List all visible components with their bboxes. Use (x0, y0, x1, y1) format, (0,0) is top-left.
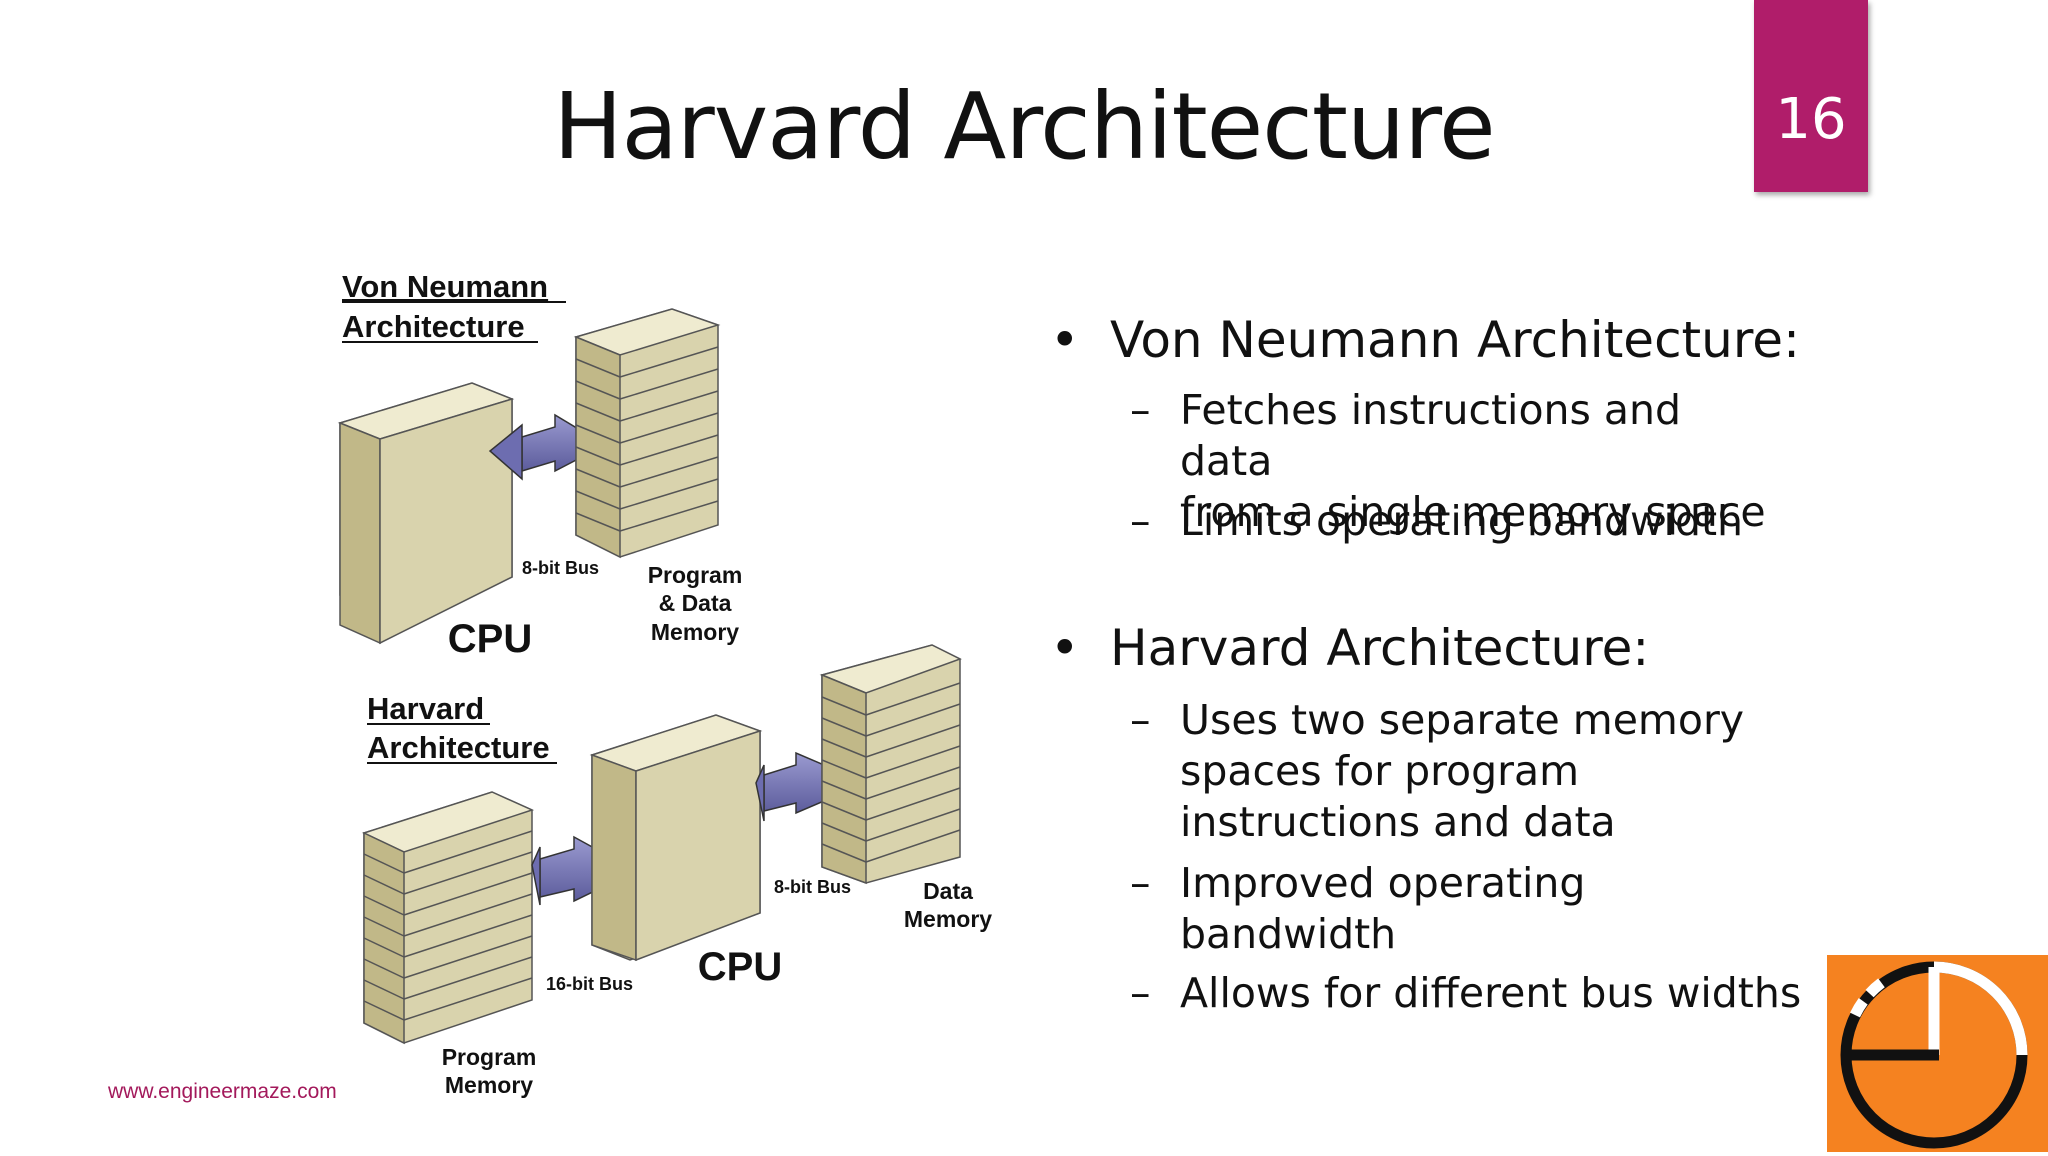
von-neumann-memory-label-line3: Memory (651, 619, 739, 645)
sub-bullet-line: from a single memory space (1180, 488, 1766, 536)
sub-bullet-text: Uses two separate memory spaces for prog… (1180, 695, 1780, 848)
sub-bullet-line: Improved operating (1180, 859, 1586, 907)
sub-bullet-line: bandwidth (1180, 910, 1397, 958)
harvard-program-memory-stack (361, 791, 535, 1045)
slide-number: 16 (1754, 0, 1868, 192)
clock-logo-icon (1840, 961, 2028, 1149)
von-neumann-memory-label-line2: & Data (659, 590, 732, 616)
sub-bullet-dash: – (1130, 859, 1151, 907)
sub-bullet-text: Improved operating bandwidth (1180, 858, 1780, 960)
harvard-data-bus-label: 8-bit Bus (774, 877, 851, 897)
bullet-dot: • (1050, 619, 1080, 677)
sub-bullet-dash: – (1130, 386, 1151, 434)
harvard-cpu-box (589, 714, 763, 962)
sub-bullet-dash: – (1130, 497, 1151, 545)
bullet-dot: • (1050, 311, 1080, 369)
architecture-diagram: Von Neumann Architecture 8-bit Bus (300, 265, 1020, 1125)
sub-bullet-line: spaces for program (1180, 747, 1580, 795)
sub-bullet-line: Limits operating bandwidth (1180, 497, 1744, 545)
sub-bullet-line: Fetches instructions and data (1180, 386, 1682, 485)
sub-bullet-text: Allows for different bus widths (1180, 968, 1802, 1019)
sub-bullet-text: Fetches instructions and data from a sin… (1180, 385, 1780, 538)
von-neumann-cpu-label: CPU (448, 617, 532, 661)
harvard-program-memory-label-line2: Memory (445, 1072, 533, 1098)
von-neumann-heading-line1: Von Neumann (342, 269, 548, 304)
sub-bullet-text: Limits operating bandwidth (1180, 496, 1780, 547)
sub-bullet-dash: – (1130, 969, 1151, 1017)
harvard-data-memory-stack (819, 644, 962, 885)
sub-bullet-line: Uses two separate memory (1180, 696, 1745, 744)
harvard-data-memory-label-line1: Data (923, 878, 973, 904)
harvard-program-bus-arrow (531, 835, 638, 906)
sub-bullet-dash: – (1130, 696, 1151, 744)
harvard-cpu-label: CPU (698, 945, 782, 989)
von-neumann-heading-line2: Architecture (342, 309, 525, 344)
von-neumann-bus-label: 8-bit Bus (522, 558, 599, 578)
engineermaze-logo (1827, 955, 2048, 1152)
website-footer: www.engineermaze.com (108, 1080, 337, 1103)
bullet-text: Von Neumann Architecture: (1110, 311, 1800, 369)
von-neumann-memory-label-line1: Program (648, 562, 743, 588)
sub-bullet-line: instructions and data (1180, 798, 1616, 846)
harvard-heading-line1: Harvard (367, 691, 484, 726)
harvard-heading-line2: Architecture (367, 730, 550, 765)
sub-bullet-line: Allows for different bus widths (1180, 969, 1802, 1017)
harvard-program-memory-label-line1: Program (442, 1044, 537, 1070)
bullet-text: Harvard Architecture: (1110, 619, 1650, 677)
harvard-data-memory-label-line2: Memory (904, 906, 992, 932)
von-neumann-memory-stack (573, 308, 721, 559)
harvard-program-bus-label: 16-bit Bus (546, 974, 633, 994)
von-neumann-cpu-box (337, 382, 515, 645)
slide-title: Harvard Architecture (553, 73, 1495, 180)
